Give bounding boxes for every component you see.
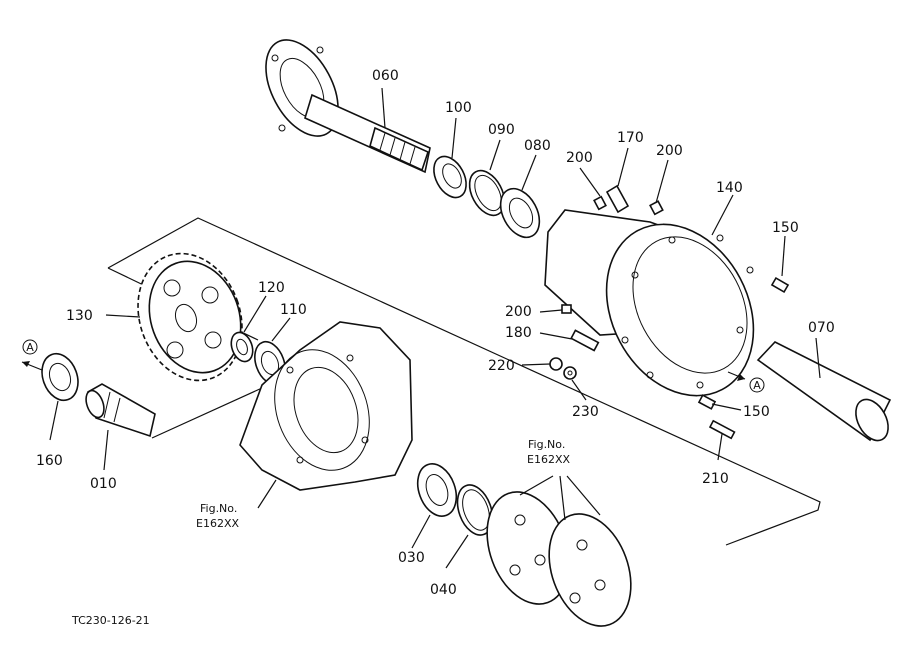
washer-230 [563, 366, 577, 380]
label-150-top: 150 [772, 220, 799, 236]
bolt-170 [605, 184, 630, 214]
plug-200-a [593, 195, 607, 211]
snap-ring-040 [456, 484, 494, 536]
label-040: 040 [430, 582, 457, 598]
oil-seal-100 [433, 155, 467, 199]
label-200-top-right: 200 [656, 143, 683, 159]
pin-150-a [770, 276, 790, 294]
tube-070 [756, 341, 892, 442]
bearing-030 [416, 463, 458, 517]
label-030: 030 [398, 550, 425, 566]
bolt-180 [570, 329, 600, 352]
plug-200-b [649, 200, 664, 216]
label-160: 160 [36, 453, 63, 469]
label-060: 060 [372, 68, 399, 84]
axle-shaft-060 [265, 39, 431, 174]
label-170: 170 [617, 130, 644, 146]
fig-ref-left-line2: E162XX [196, 517, 239, 530]
bearing-080 [499, 187, 541, 239]
nut-220 [549, 357, 563, 371]
fig-ref-right-line1: Fig.No. [528, 438, 565, 451]
fig-ref-left-line1: Fig.No. [200, 502, 237, 515]
assembly-frame [107, 217, 821, 546]
label-080: 080 [524, 138, 551, 154]
axle-housing-140 [544, 209, 755, 397]
stud-210 [708, 419, 736, 440]
label-220: 220 [488, 358, 515, 374]
label-070: 070 [808, 320, 835, 336]
gear-130 [137, 252, 243, 382]
arrow-marker-a-left: A [21, 339, 43, 371]
marker-a-right-label: A [753, 379, 761, 392]
label-120: 120 [258, 280, 285, 296]
arrow-marker-a-right: A [727, 371, 765, 393]
frame-line [151, 387, 263, 439]
marker-a-left-label: A [26, 341, 34, 354]
drawing-code: TC230-126-21 [71, 614, 150, 627]
leader-lines [49, 87, 821, 569]
label-090: 090 [488, 122, 515, 138]
label-140: 140 [716, 180, 743, 196]
brake-plates [486, 491, 632, 627]
center-case [239, 321, 413, 491]
pinion-shaft-010 [85, 383, 156, 438]
plug-200-c [561, 304, 572, 314]
label-100: 100 [445, 100, 472, 116]
label-200-mid: 200 [505, 304, 532, 320]
bearing-120 [230, 331, 254, 363]
label-200-top-left: 200 [566, 150, 593, 166]
label-180: 180 [505, 325, 532, 341]
label-230: 230 [572, 404, 599, 420]
label-150-bottom: 150 [743, 404, 770, 420]
fig-ref-right-line2: E162XX [527, 453, 570, 466]
bearing-160 [41, 352, 79, 402]
label-130: 130 [66, 308, 93, 324]
pin-150-b [697, 394, 717, 410]
label-210: 210 [702, 471, 729, 487]
label-110: 110 [280, 302, 307, 318]
snap-ring-090 [468, 169, 506, 217]
label-010: 010 [90, 476, 117, 492]
